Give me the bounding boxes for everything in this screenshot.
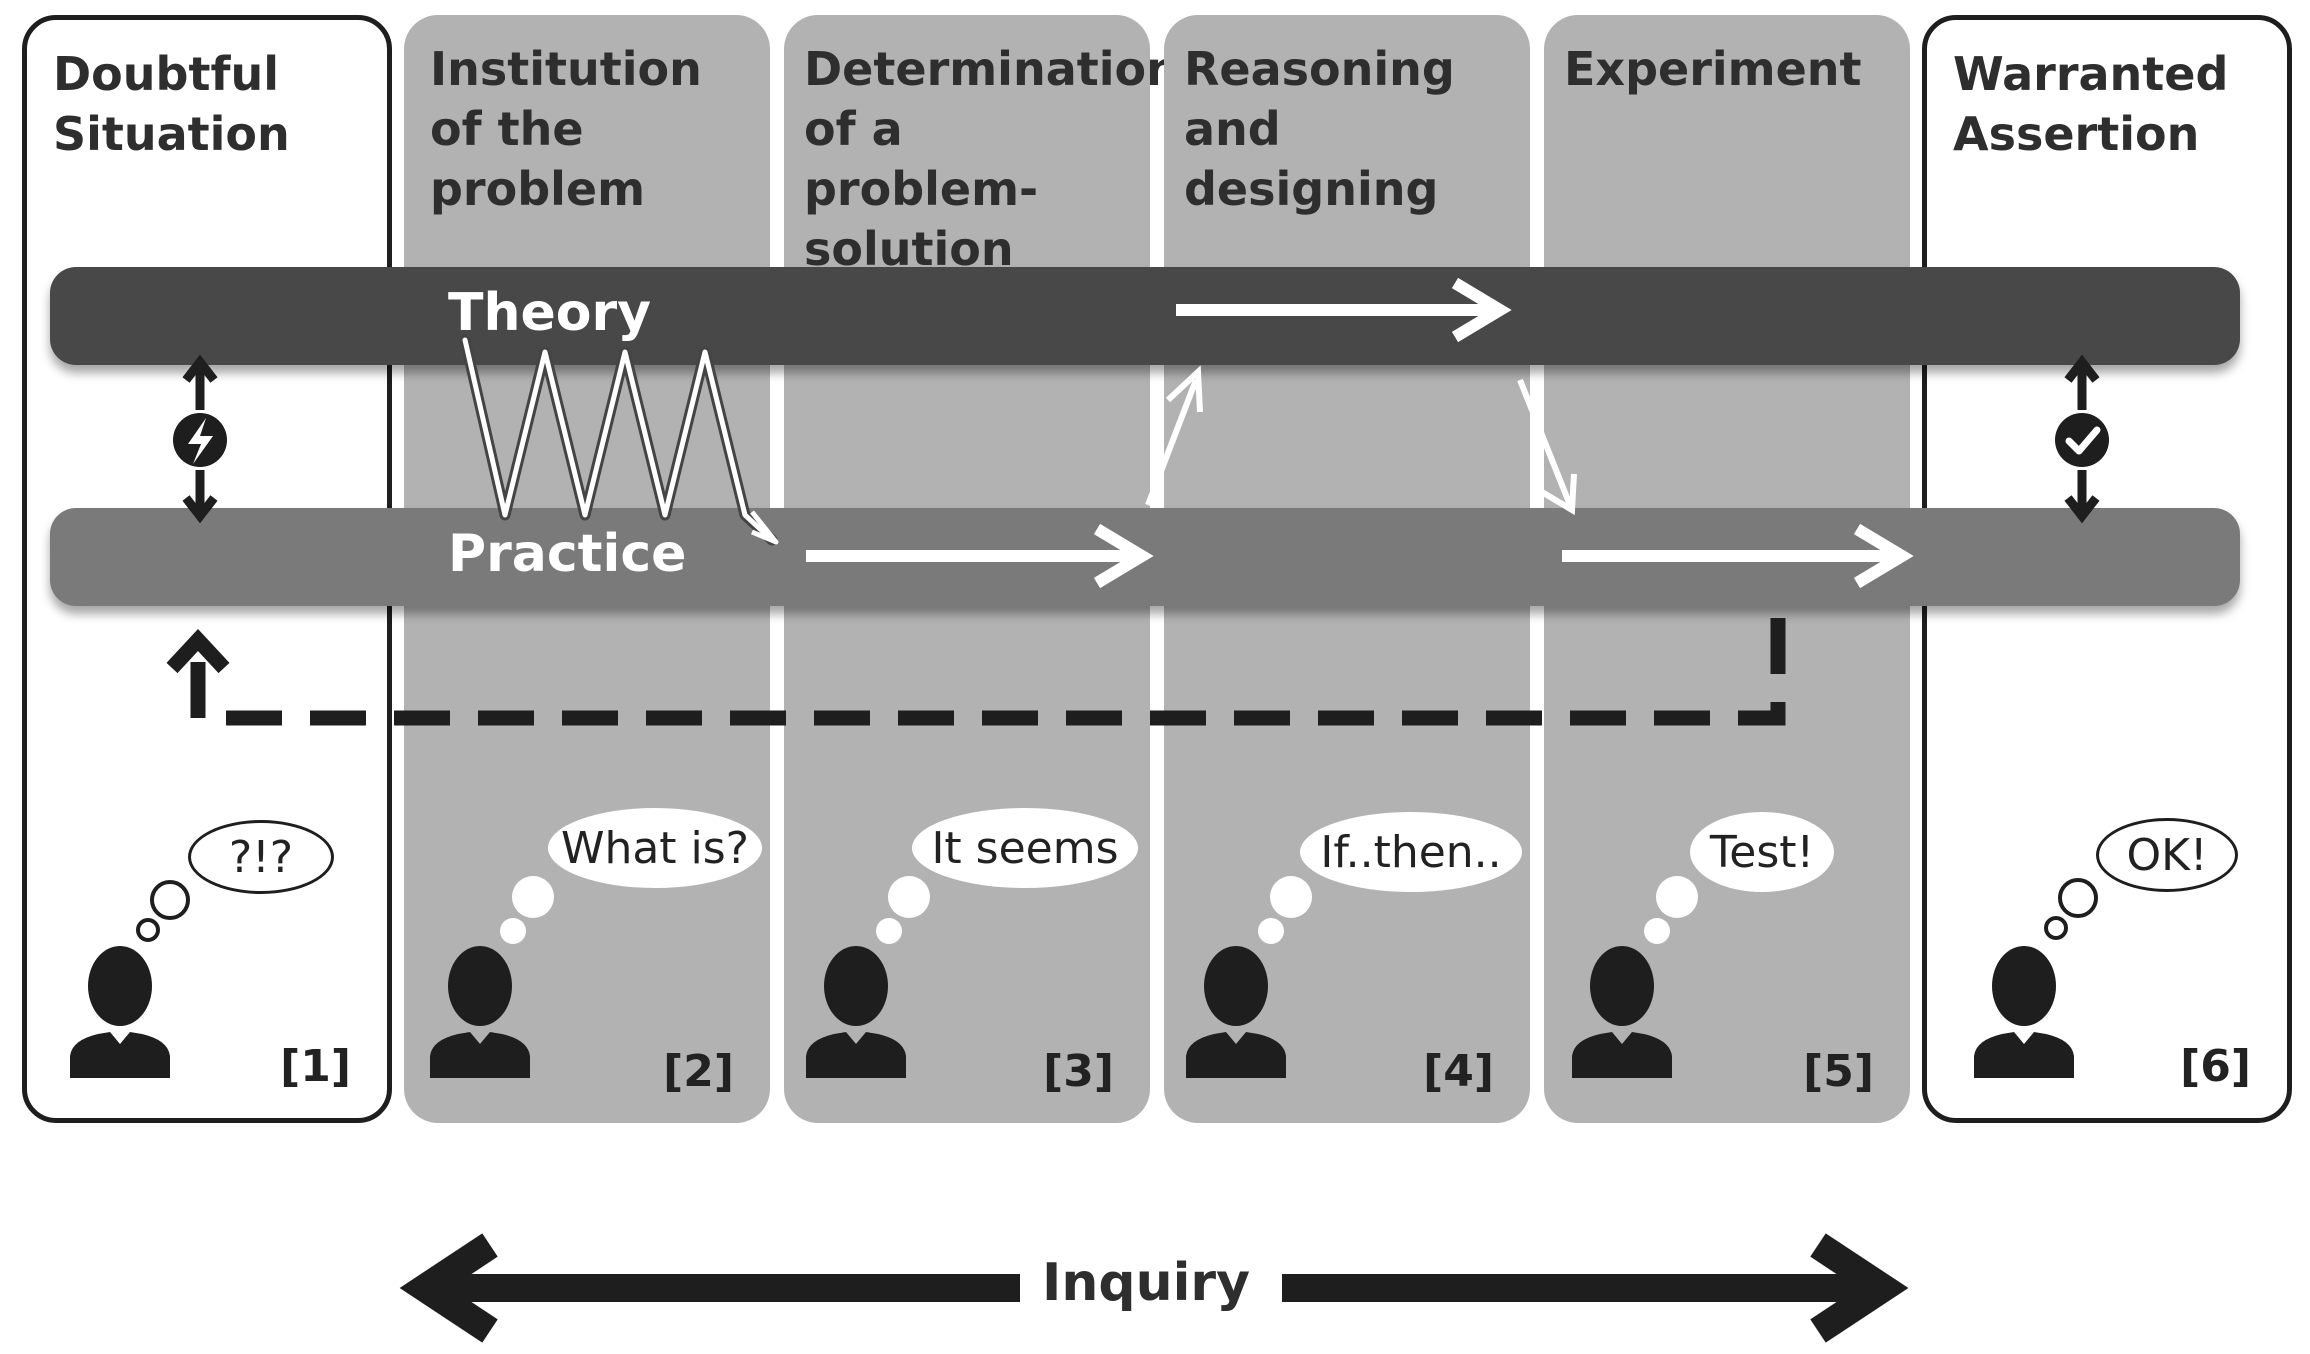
checkmark-icon — [2055, 413, 2109, 467]
thought-dot — [1644, 918, 1670, 944]
practice-arrow-1 — [806, 523, 1154, 589]
thought-dot — [136, 918, 160, 942]
zigzag-arrow — [459, 334, 779, 546]
phase-title: Warranted Assertion — [1953, 47, 2229, 161]
thought-dot — [1656, 876, 1698, 918]
feedback-loop-arrow — [166, 618, 1786, 726]
up-arrow — [1145, 365, 1203, 507]
phase-title: Institution of the problem — [430, 42, 702, 216]
person-icon — [70, 946, 170, 1078]
phase-title: Reasoning and designing — [1184, 42, 1455, 216]
person-icon — [806, 946, 906, 1078]
thought-dot — [1258, 918, 1284, 944]
phase-title: Determination of a problem- solution — [804, 42, 1179, 276]
thought-dot — [876, 918, 902, 944]
resolved-connector — [2055, 354, 2109, 524]
phase-number: [2] — [663, 1046, 734, 1097]
thought-dot — [150, 880, 190, 920]
phase-number: [6] — [2180, 1041, 2251, 1092]
thought-bubble: ?!? — [188, 820, 334, 894]
thought-bubble: It seems — [912, 808, 1138, 888]
thought-bubble: If..then.. — [1300, 812, 1522, 892]
phase-number: [1] — [280, 1041, 351, 1092]
thought-dot — [2058, 878, 2098, 918]
double-arrow-icon — [399, 1233, 1909, 1343]
thought-bubble: OK! — [2096, 818, 2238, 892]
practice-label: Practice — [448, 524, 687, 584]
theory-label: Theory — [448, 283, 652, 343]
thought-bubble: Test! — [1690, 812, 1834, 892]
phase-title: Experiment — [1564, 42, 1862, 96]
thought-dot — [1270, 876, 1312, 918]
thought-dot — [2044, 916, 2068, 940]
phase-title: Doubtful Situation — [53, 47, 290, 161]
person-icon — [1572, 946, 1672, 1078]
thought-dot — [888, 876, 930, 918]
person-icon — [1186, 946, 1286, 1078]
thought-dot — [500, 918, 526, 944]
conflict-connector — [173, 354, 227, 524]
person-icon — [430, 946, 530, 1078]
person-icon — [1974, 946, 2074, 1078]
thought-bubble: What is? — [548, 808, 762, 888]
theory-band: Theory — [50, 267, 2240, 365]
inquiry-label: Inquiry — [1042, 1253, 1250, 1313]
phase-number: [3] — [1043, 1046, 1114, 1097]
down-arrow — [1517, 378, 1577, 516]
theory-arrow — [1176, 277, 1512, 343]
phase-number: [4] — [1423, 1046, 1494, 1097]
practice-arrow-2 — [1562, 523, 1914, 589]
phase-number: [5] — [1803, 1046, 1874, 1097]
thought-dot — [512, 876, 554, 918]
